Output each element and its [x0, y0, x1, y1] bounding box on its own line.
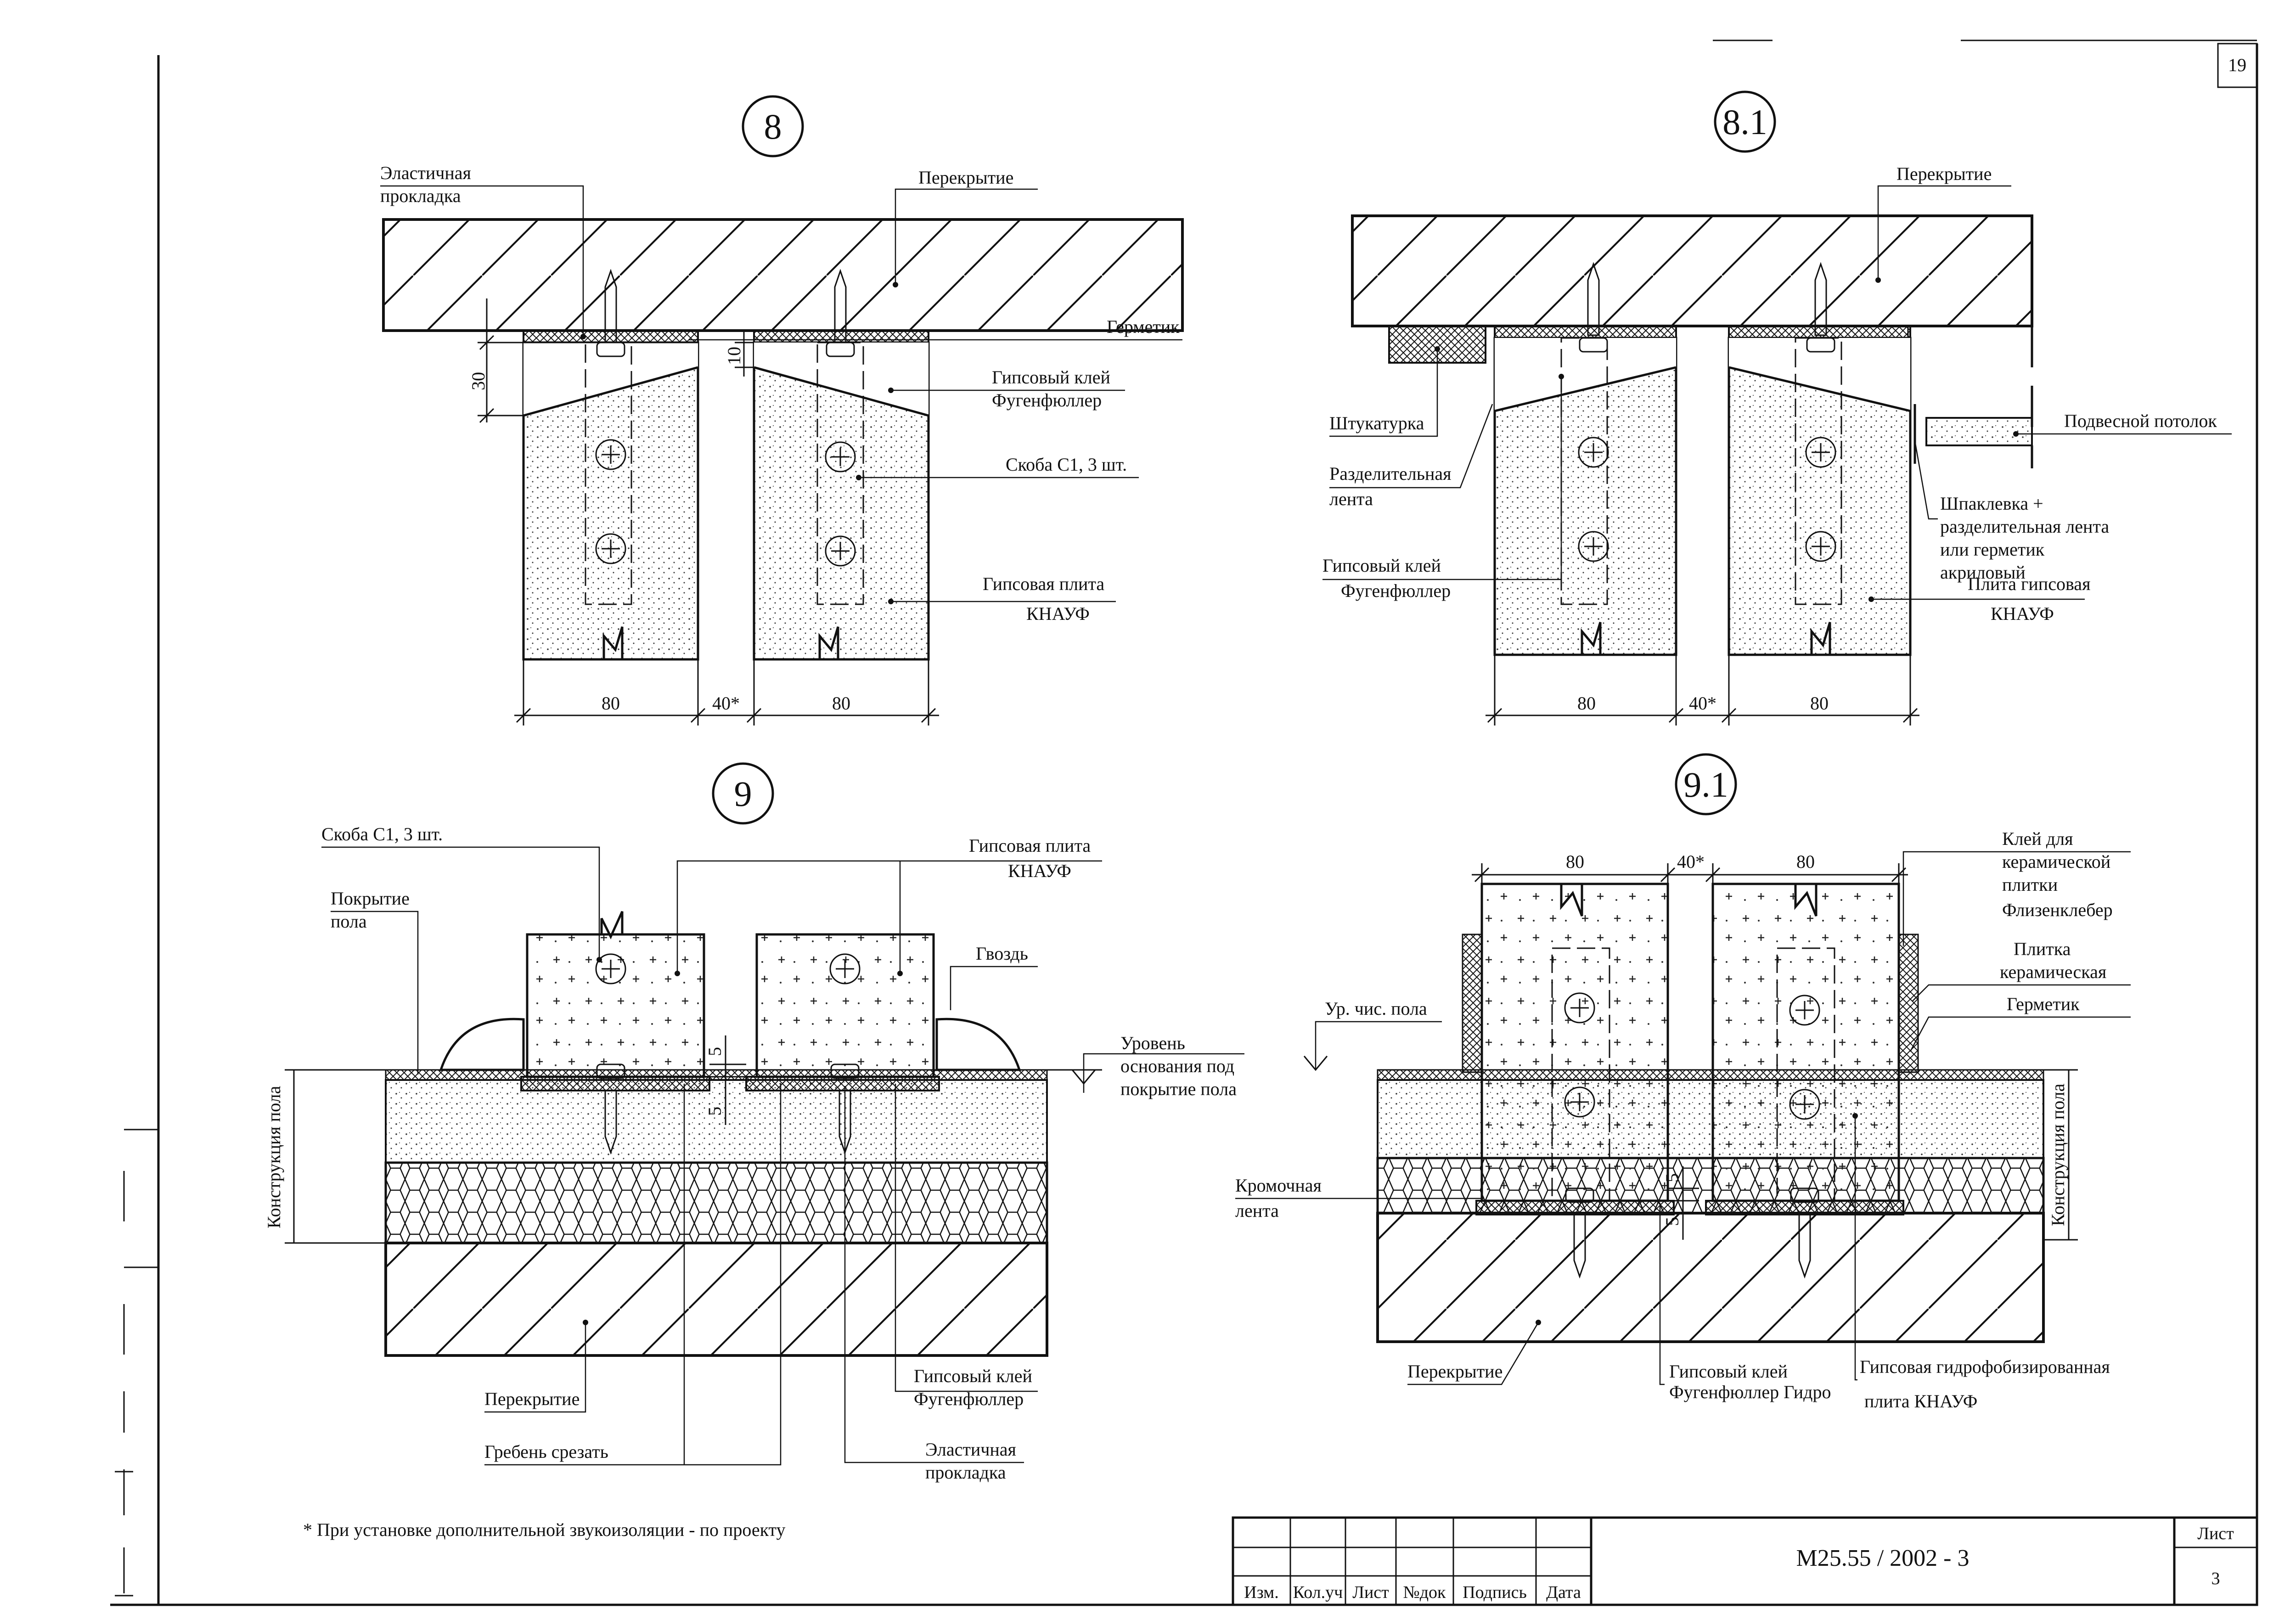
d8-label-sealant: Герметик [1107, 316, 1180, 337]
slab [384, 1242, 1048, 1357]
detail-8-1: 8.1 [1322, 90, 2232, 725]
d81-label-putty-1: Шпаклевка + [1940, 493, 2043, 514]
d9-label-cut-ridge: Гребень срезать [484, 1441, 608, 1462]
d91-label-edgetape-1: Кромочная [1235, 1175, 1322, 1196]
detail-9-number: 9 [734, 774, 752, 814]
d91-label-glue-1: Гипсовый клей [1669, 1361, 1788, 1382]
detail-9: 9 5 5 Конструкция пола Скоб [264, 762, 1244, 1483]
sheet-label: Лист [2197, 1524, 2234, 1543]
slab [1351, 214, 2033, 327]
tb-header-kol: Кол.уч [1293, 1583, 1343, 1602]
d81-label-board-2: КНАУФ [1991, 603, 2054, 624]
d91-dim-right: 80 [1796, 851, 1815, 872]
d91-dim-1: 5 [1662, 1173, 1683, 1182]
d9-label-floor-cover-1: Покрытие [331, 888, 410, 909]
d81-label-glue-1: Гипсовый клей [1322, 555, 1441, 576]
d91-label-tileglue-3: плитки [2002, 874, 2058, 895]
detail-8-1-number: 8.1 [1722, 102, 1767, 142]
d9-label-base-2: основания под [1120, 1056, 1234, 1076]
d8-dim-gap: 40* [712, 693, 740, 714]
d9-label-board-1: Гипсовая плита [969, 835, 1091, 856]
d8-label-glue-1: Гипсовый клей [992, 367, 1110, 388]
d81-dim-gap: 40* [1689, 693, 1716, 714]
d9-label-elastic-2: прокладка [925, 1462, 1006, 1483]
d91-dim-left: 80 [1566, 851, 1584, 872]
d9-label-clip: Скоба С1, 3 шт. [321, 824, 443, 844]
d81-label-putty-3: или герметик [1940, 539, 2045, 560]
d9-label-base-3: покрытие пола [1120, 1079, 1237, 1099]
slab [1376, 1212, 2045, 1343]
tb-header-list: Лист [1352, 1583, 1389, 1602]
tb-header-izm: Изм. [1244, 1583, 1278, 1602]
corner-sheet-number: 19 [2228, 55, 2246, 75]
sheet-number: 3 [2212, 1569, 2220, 1588]
d91-label-floor-level: Ур. чис. пола [1325, 998, 1427, 1019]
d91-label-hboard-2: плита КНАУФ [1864, 1391, 1977, 1412]
d81-label-ceiling: Подвесной потолок [2064, 411, 2217, 431]
d9-label-floor-cover-2: пола [331, 911, 367, 932]
d81-dim-left: 80 [1577, 693, 1596, 714]
d81-label-septape-1: Разделительная [1329, 463, 1452, 484]
d8-label-elastic-2: прокладка [380, 186, 461, 206]
d81-dim-right: 80 [1810, 693, 1829, 714]
d9-label-board-2: КНАУФ [1008, 860, 1071, 881]
d81-label-glue-2: Фугенфюллер [1341, 580, 1451, 601]
d81-label-septape-2: лента [1329, 489, 1373, 509]
d91-label-tile-1: Плитка [2014, 939, 2071, 959]
footnote: * При установке дополнительной звукоизол… [303, 1519, 786, 1540]
d91-label-hboard-1: Гипсовая гидрофобизированная [1860, 1356, 2110, 1377]
d8-dim-left: 80 [602, 693, 620, 714]
d91-label-tileglue-4: Флизенклебер [2002, 900, 2113, 920]
d9-label-slab: Перекрытие [484, 1389, 580, 1409]
d9-label-base-1: Уровень [1120, 1033, 1185, 1053]
d8-dim-30: 30 [468, 372, 489, 390]
d8-label-glue-2: Фугенфюллер [992, 390, 1102, 411]
d91-label-slab: Перекрытие [1407, 1361, 1503, 1382]
d91-label-edgetape-2: лента [1235, 1200, 1279, 1221]
d9-label-glue-2: Фугенфюллер [914, 1389, 1024, 1409]
d8-label-slab: Перекрытие [918, 167, 1013, 188]
d81-label-putty-2: разделительная лента [1940, 516, 2109, 537]
d8-label-board-1: Гипсовая плита [983, 574, 1104, 594]
d9-label-glue-1: Гипсовый клей [914, 1366, 1032, 1386]
d8-label-clip: Скоба С1, 3 шт. [1006, 454, 1127, 475]
d91-label-tile-2: керамическая [2000, 962, 2106, 982]
d8-dim-10: 10 [724, 347, 744, 365]
d91-dim-gap: 40* [1677, 851, 1705, 872]
d81-label-plaster: Штукатурка [1329, 413, 1424, 433]
d91-label-tileglue-2: керамической [2002, 851, 2110, 872]
d91-label-sealant: Герметик [2007, 994, 2080, 1014]
d9-label-nail: Гвоздь [976, 943, 1028, 964]
d9-dim-1: 5 [704, 1047, 725, 1056]
d8-label-board-2: КНАУФ [1026, 603, 1090, 624]
tb-header-doc: №док [1403, 1583, 1446, 1602]
d91-label-floor-construction: Конструкция пола [2048, 1083, 2068, 1226]
d9-label-elastic-1: Эластичная [925, 1439, 1016, 1460]
tb-header-date: Дата [1546, 1583, 1581, 1602]
d8-dim-right: 80 [832, 693, 850, 714]
detail-9-1: 9.1 80 40* 80 [1235, 753, 2131, 1412]
d9-dim-2: 5 [704, 1107, 725, 1116]
tb-header-sign: Подпись [1463, 1583, 1527, 1602]
d81-label-putty-4: акриловый [1940, 562, 2026, 583]
detail-9-1-number: 9.1 [1683, 765, 1728, 804]
sheet-frame: 19 [110, 39, 2258, 1606]
d9-label-floor-construction: Конструкция пола [264, 1085, 284, 1228]
d91-label-tileglue-1: Клей для [2002, 828, 2073, 849]
d81-label-board-1: Плита гипсовая [1968, 574, 2090, 594]
d91-label-glue-2: Фугенфюллер Гидро [1669, 1382, 1831, 1402]
detail-8: 8 80 40* 80 [380, 95, 1184, 725]
d8-label-elastic-1: Эластичная [380, 163, 471, 183]
slab [382, 218, 1184, 332]
title-block: Изм. Кол.уч Лист №док Подпись Дата M25.5… [1232, 1516, 2258, 1606]
detail-8-number: 8 [764, 107, 782, 146]
d91-dim-2: 5 [1662, 1217, 1683, 1226]
d81-label-slab: Перекрытие [1896, 163, 1992, 184]
document-code: M25.55 / 2002 - 3 [1796, 1545, 1970, 1571]
